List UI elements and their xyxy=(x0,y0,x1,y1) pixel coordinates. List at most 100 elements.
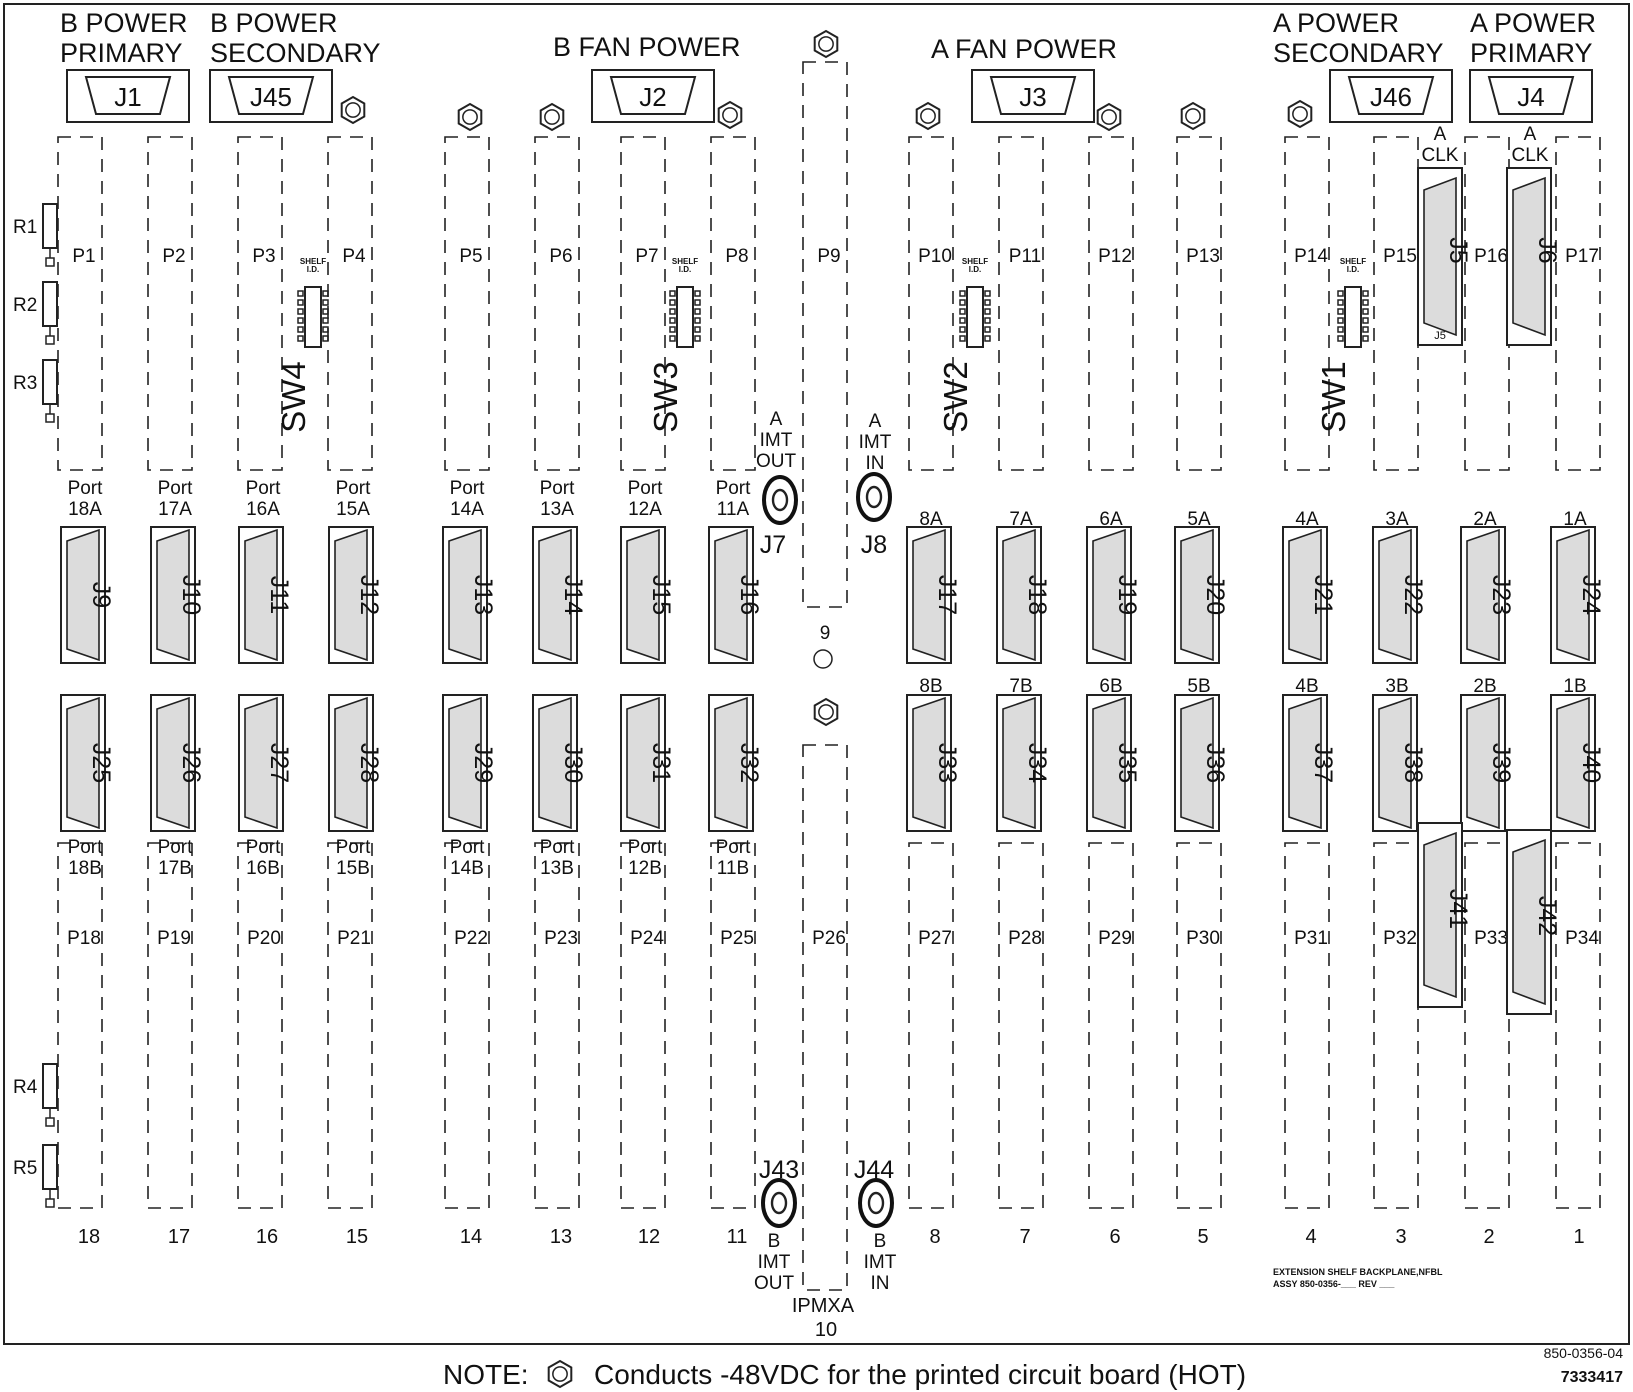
connector-label: J4 xyxy=(1517,82,1544,112)
switch-pin xyxy=(297,335,304,342)
slot-outline xyxy=(327,842,373,1209)
slot-label-line: P32 xyxy=(1383,928,1417,949)
port-b-bar-label: 1B xyxy=(1563,676,1586,697)
switch-label-line: SW4 xyxy=(275,361,312,433)
center-hole xyxy=(813,649,833,669)
slot-label-line: P25 xyxy=(720,928,754,949)
slot-outline xyxy=(1555,842,1601,1209)
resistor-label: R2 xyxy=(13,295,37,316)
card-slot-p27: P27 xyxy=(908,842,954,1209)
clk-lower-jack-j42: J42 xyxy=(1506,829,1561,1015)
jack-shell xyxy=(1288,696,1322,830)
imt-a-out-label-line: IMT xyxy=(760,430,793,451)
slot-label-line: P18 xyxy=(67,928,101,949)
jack-shell xyxy=(1180,528,1214,662)
jack-label-line: J12 xyxy=(355,575,383,615)
slot-outline xyxy=(1284,136,1330,471)
jack-label-line: J36 xyxy=(1201,743,1229,783)
port-b-bar-label: 8B xyxy=(919,676,942,697)
jack-label: J23 xyxy=(1487,575,1515,615)
slot-label: P20 xyxy=(247,928,281,949)
slot-number: 2 xyxy=(1483,1226,1494,1248)
clk-lower-jack-j41: J41 xyxy=(1417,822,1472,1008)
slot-label: P23 xyxy=(544,928,578,949)
jack-shell xyxy=(1378,696,1412,830)
header-line: SECONDARY xyxy=(210,38,381,68)
port-a-label: 4A xyxy=(1295,509,1319,530)
switch-pin xyxy=(694,308,701,315)
top-connector-j3: J3 xyxy=(971,69,1095,123)
hex-hole xyxy=(1292,106,1308,122)
port-b-label-line: 15B xyxy=(336,858,370,879)
connector-label-line: J45 xyxy=(250,82,292,112)
jack-label-line: J29 xyxy=(469,743,497,783)
slot-label-line: P15 xyxy=(1383,246,1417,267)
slot-outline xyxy=(620,136,666,471)
slot-outline xyxy=(1555,136,1601,471)
slot-number: 4 xyxy=(1305,1226,1316,1248)
slot-label-line: P33 xyxy=(1474,928,1508,949)
port-b-label-line: 12B xyxy=(628,858,662,879)
jack-shell xyxy=(1002,528,1036,662)
port-b-bar-label-line: 2B xyxy=(1473,676,1496,697)
resistor-r2: R2 xyxy=(13,281,58,345)
port-a-label: 1A xyxy=(1563,509,1587,530)
card-slot-p2: P2 xyxy=(147,136,193,471)
port-jack-j19: J19 xyxy=(1086,526,1141,664)
hex-hole xyxy=(1185,108,1201,124)
slot-outline xyxy=(147,842,193,1209)
hex-standoff-icon xyxy=(340,95,366,125)
card-slot-p21: P21 xyxy=(327,842,373,1209)
slot-label: P3 xyxy=(252,246,275,267)
jack-shell xyxy=(1092,696,1126,830)
jack-shell xyxy=(1002,696,1036,830)
slot-label: P15 xyxy=(1383,246,1417,267)
switch-pin xyxy=(1362,326,1369,333)
hex-standoff-icon xyxy=(539,102,565,132)
slot-label: P19 xyxy=(157,928,191,949)
port-b-bar-label-line: 5B xyxy=(1187,676,1210,697)
connector-label-line: J3 xyxy=(1019,82,1046,112)
switch-pin xyxy=(322,290,329,297)
jack-label: J26 xyxy=(177,743,205,783)
slot-label: P11 xyxy=(1009,246,1041,267)
imt-a-in-label-line: IN xyxy=(866,453,885,474)
card-slot-p11: P11 xyxy=(998,136,1044,471)
clk-in-label-line: A xyxy=(1434,124,1447,145)
hex-hole xyxy=(462,109,478,125)
connector-label-line: J4 xyxy=(1517,82,1544,112)
clock-connectors: ACLKINJ5J5ACLKOUTJ6J41J42 xyxy=(1417,124,1561,1015)
switch-pin xyxy=(984,308,991,315)
card-slot-p22: P22 xyxy=(444,842,490,1209)
hex-standoff-icon xyxy=(457,102,483,132)
note-prefix: NOTE: xyxy=(443,1359,529,1390)
slot-label: P21 xyxy=(337,928,371,949)
port-jack-j25: J25 xyxy=(60,694,115,832)
card-slot-p14: P14 xyxy=(1284,136,1330,471)
slot-label-line: P8 xyxy=(725,246,748,267)
slot-label-line: P4 xyxy=(342,246,366,267)
slot-label-line: P2 xyxy=(162,246,185,267)
connector-label-line: J46 xyxy=(1370,82,1412,112)
switch-pin xyxy=(1337,335,1344,342)
card-slot-p3: P3 xyxy=(237,136,283,471)
port-a-label-line: 15A xyxy=(336,499,370,520)
resistor-body xyxy=(42,203,58,249)
port-a-label-line: 18A xyxy=(68,499,102,520)
resistor-label: R5 xyxy=(13,1158,37,1179)
hex-hole xyxy=(552,1366,568,1382)
port-jack-j23: J23 xyxy=(1460,526,1515,664)
slot-number: 17 xyxy=(168,1226,190,1248)
hex-hole xyxy=(345,102,361,118)
jack-shell xyxy=(1423,176,1457,337)
slot-label: P31 xyxy=(1294,928,1328,949)
slot-outline xyxy=(327,136,373,471)
imt-b-out-label-line: B xyxy=(768,1231,781,1252)
resistor-label-line: R2 xyxy=(13,295,37,316)
